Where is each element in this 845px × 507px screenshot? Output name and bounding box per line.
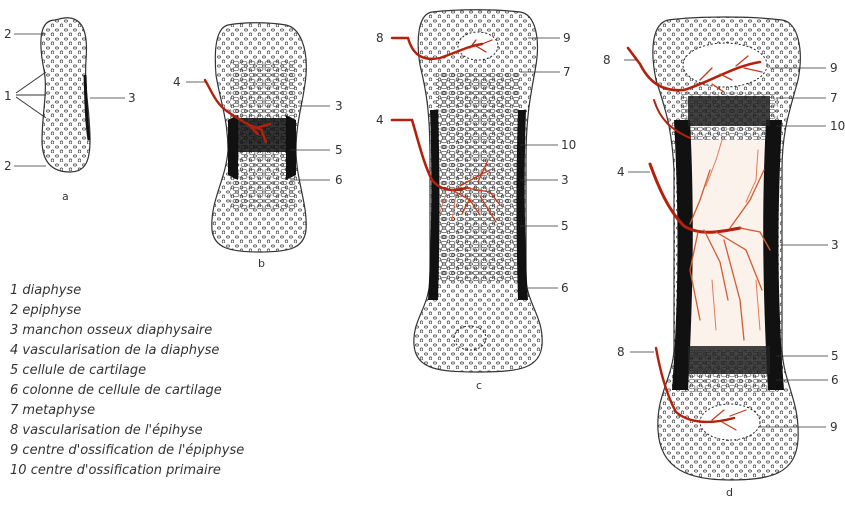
panel-d-callout-8-bottom: 8 — [617, 345, 625, 359]
panel-b-callout-6: 6 — [335, 173, 343, 187]
legend-item: 3 manchon osseux diaphysaire — [10, 321, 310, 341]
legend-num: 7 — [10, 403, 18, 418]
legend-num: 1 — [10, 283, 18, 298]
panel-d-callout-3: 3 — [831, 238, 839, 252]
panel-d-callout-6: 6 — [831, 373, 839, 387]
panel-a: 2 1 3 2 a — [4, 18, 136, 203]
panel-d-caption: d — [726, 486, 733, 499]
panel-d-callout-7: 7 — [830, 91, 838, 105]
panel-c-callout-5: 5 — [561, 219, 569, 233]
panel-c-callout-10: 10 — [561, 138, 576, 152]
panel-a-callout-2-bottom: 2 — [4, 159, 12, 173]
legend-text: manchon osseux diaphysaire — [22, 323, 212, 338]
legend-num: 5 — [10, 363, 18, 378]
panel-c-caption: c — [476, 379, 482, 392]
panel-c-callout-3: 3 — [561, 173, 569, 187]
legend-num: 2 — [10, 303, 18, 318]
panel-d-callout-8-top: 8 — [603, 53, 611, 67]
panel-a-caption: a — [62, 190, 69, 203]
legend-text: colonne de cellule de cartilage — [22, 383, 221, 398]
legend-item: 2 epiphyse — [10, 301, 310, 321]
legend-text: epiphyse — [22, 303, 81, 318]
panel-d: 8 9 7 10 4 3 5 6 8 9 d — [603, 17, 845, 499]
panel-d-callout-9-bottom: 9 — [830, 420, 838, 434]
legend-item: 6 colonne de cellule de cartilage — [10, 381, 310, 401]
panel-a-callout-1: 1 — [4, 89, 12, 103]
panel-a-callout-2-top: 2 — [4, 27, 12, 41]
legend-num: 10 — [10, 463, 27, 478]
panel-d-callout-4: 4 — [617, 165, 625, 179]
legend-num: 4 — [10, 343, 18, 358]
panel-c-callout-7: 7 — [563, 65, 571, 79]
legend-text: centre d'ossification de l'épiphyse — [22, 443, 244, 458]
panel-c-callout-8: 8 — [376, 31, 384, 45]
legend-item: 5 cellule de cartilage — [10, 361, 310, 381]
panel-b: 4 3 5 6 b — [173, 23, 343, 270]
legend: 1 diaphyse 2 epiphyse 3 manchon osseux d… — [10, 281, 310, 481]
legend-item: 1 diaphyse — [10, 281, 310, 301]
legend-item: 8 vascularisation de l'épihyse — [10, 421, 310, 441]
legend-text: metaphyse — [22, 403, 95, 418]
legend-item: 9 centre d'ossification de l'épiphyse — [10, 441, 310, 461]
legend-item: 10 centre d'ossification primaire — [10, 461, 310, 481]
panel-b-callout-3: 3 — [335, 99, 343, 113]
legend-item: 7 metaphyse — [10, 401, 310, 421]
legend-text: centre d'ossification primaire — [31, 463, 221, 478]
panel-a-bone — [41, 18, 90, 172]
legend-text: diaphyse — [22, 283, 81, 298]
panel-c-callout-6: 6 — [561, 281, 569, 295]
panel-d-callout-9-top: 9 — [830, 61, 838, 75]
legend-num: 6 — [10, 383, 18, 398]
legend-text: vascularisation de l'épihyse — [22, 423, 202, 438]
legend-text: cellule de cartilage — [22, 363, 146, 378]
panel-b-callout-5: 5 — [335, 143, 343, 157]
panel-d-callout-5: 5 — [831, 349, 839, 363]
legend-num: 8 — [10, 423, 18, 438]
panel-c: 8 9 7 4 10 3 5 6 c — [376, 10, 576, 392]
legend-text: vascularisation de la diaphyse — [22, 343, 219, 358]
legend-item: 4 vascularisation de la diaphyse — [10, 341, 310, 361]
panel-c-callout-4: 4 — [376, 113, 384, 127]
legend-num: 3 — [10, 323, 18, 338]
panel-a-callout-3: 3 — [128, 91, 136, 105]
legend-num: 9 — [10, 443, 18, 458]
panel-d-callout-10: 10 — [830, 119, 845, 133]
panel-b-caption: b — [258, 257, 265, 270]
panel-b-callout-4: 4 — [173, 75, 181, 89]
panel-c-callout-9: 9 — [563, 31, 571, 45]
